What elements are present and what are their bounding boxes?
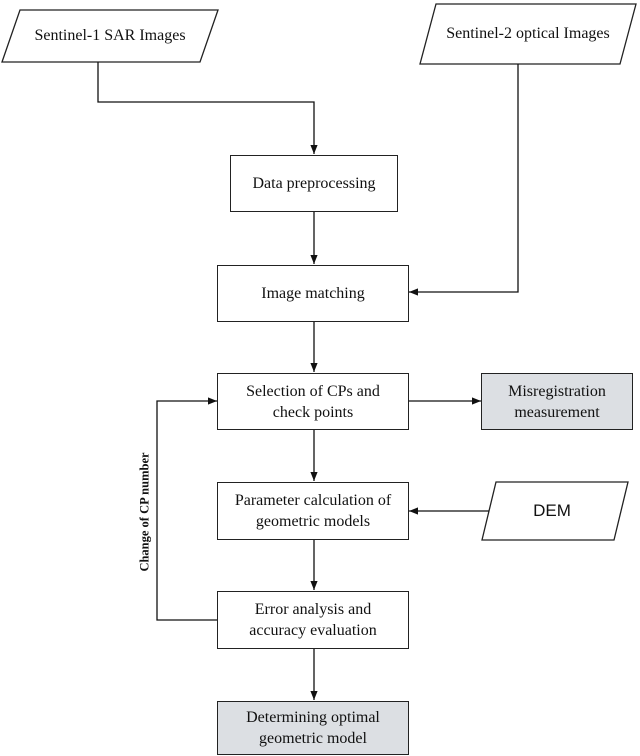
- parameter-calculation-line-1: Parameter calculation of: [234, 492, 392, 509]
- error-analysis-box: Error analysis and accuracy evaluation: [217, 591, 409, 649]
- data-preprocessing-label: Data preprocessing: [252, 175, 376, 192]
- dem-input-shape: [481, 481, 629, 541]
- image-matching-label: Image matching: [261, 285, 365, 302]
- optimal-model-line-2: geometric model: [259, 730, 367, 747]
- optical-to-matching-arrow: [409, 64, 519, 296]
- image-matching-box: Image matching: [217, 265, 409, 322]
- optimal-model-box: Determining optimal geometric model: [217, 701, 409, 755]
- error-analysis-line-1: Error analysis and: [254, 601, 372, 618]
- cp-selection-box: Selection of CPs and check points: [217, 373, 409, 430]
- loop-label: Change of CP number: [137, 452, 152, 572]
- loop-back-arrow: [156, 397, 217, 621]
- sar-to-preprocess-arrow: [97, 62, 318, 154]
- parameter-calculation-box: Parameter calculation of geometric model…: [217, 482, 409, 540]
- sar-input-label: Sentinel-1 SAR Images: [34, 27, 186, 44]
- error-analysis-line-2: accuracy evaluation: [249, 622, 377, 639]
- optical-input-shape: [419, 3, 637, 65]
- parameter-calculation-line-2: geometric models: [255, 513, 371, 530]
- optimal-model-line-1: Determining optimal: [246, 709, 380, 726]
- misregistration-box: Misregistration measurement: [481, 373, 633, 430]
- misregistration-line-1: Misregistration: [508, 382, 606, 400]
- dem-input-label: DEM: [533, 501, 571, 520]
- sar-input-shape: [1, 9, 219, 63]
- cp-selection-line-1: Selection of CPs and: [246, 382, 380, 400]
- data-preprocessing-box: Data preprocessing: [230, 155, 398, 212]
- optical-input-label: Sentinel-2 optical Images: [446, 25, 610, 42]
- cp-selection-line-2: check points: [272, 403, 354, 421]
- misregistration-line-2: measurement: [514, 403, 600, 421]
